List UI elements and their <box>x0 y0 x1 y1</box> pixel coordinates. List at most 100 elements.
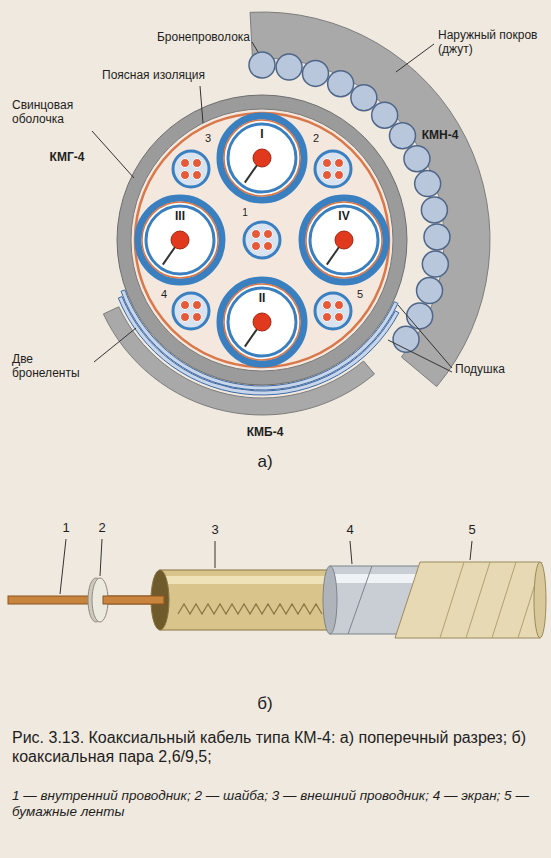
leader-line <box>350 541 352 564</box>
quad-wire <box>252 242 261 251</box>
leader-line <box>215 541 216 568</box>
pair-conductor <box>146 206 214 274</box>
symmetric-quad <box>173 151 209 187</box>
tape-wrap <box>440 562 464 638</box>
quad-wire <box>323 159 332 168</box>
inner-conductor <box>253 149 271 167</box>
tape-wrap <box>492 562 516 638</box>
cable-type: КМН-4 <box>418 128 462 142</box>
pair-number: III <box>168 209 192 223</box>
quad-wire <box>335 171 344 180</box>
quad-wire <box>193 313 202 322</box>
callout-number: 2 <box>308 132 324 145</box>
callout-number: 1 <box>238 207 252 219</box>
callout-number: 2 <box>94 520 110 536</box>
armor-wire <box>415 171 441 197</box>
quad-wire <box>335 313 344 322</box>
quad-wire <box>181 159 190 168</box>
armor-wire <box>276 54 302 80</box>
quad-wire <box>193 301 202 310</box>
quad-wire <box>264 230 273 239</box>
belt-insulation <box>135 113 389 367</box>
armor-wire <box>302 60 328 86</box>
armor-wire <box>424 224 450 250</box>
leader-line <box>396 44 434 72</box>
figure-letter: б) <box>245 694 285 714</box>
coax-pair <box>302 198 386 282</box>
screen-highlight <box>334 574 420 583</box>
pair-number: IV <box>332 209 356 223</box>
symmetric-quad <box>315 293 351 329</box>
conductor-seam <box>178 604 322 614</box>
inner-conductor <box>171 231 189 249</box>
cable-type: КМБ-4 <box>235 425 295 439</box>
armor-wire <box>421 197 447 223</box>
parts-key: 1 — внутренний проводник; 2 — шайба; 3 —… <box>12 788 539 820</box>
leader-line <box>94 328 136 362</box>
cable-type: КМГ-4 <box>42 150 92 164</box>
pair-number: I <box>250 127 274 141</box>
callout-number: 1 <box>58 520 74 536</box>
quad-wire <box>181 171 190 180</box>
pair-insulation <box>142 202 218 278</box>
figure-caption: Рис. 3.13. Коаксиальный кабель типа КМ-4… <box>12 728 539 766</box>
screen-seam <box>348 566 372 634</box>
callout-number: 5 <box>352 288 368 301</box>
symmetric-quad <box>315 151 351 187</box>
paper-tapes <box>395 562 540 638</box>
leader-line <box>252 42 258 52</box>
leader-line <box>470 541 472 560</box>
outer-conductor <box>160 570 340 630</box>
callout-number: 3 <box>200 132 216 145</box>
part-label: Подушка <box>455 362 535 376</box>
armor-wire <box>389 123 415 149</box>
pair-conductor <box>228 124 296 192</box>
quad-wire <box>264 242 273 251</box>
part-label: Наружный покров (джут) <box>438 28 538 57</box>
outer-conductor-highlight <box>165 576 340 584</box>
armor-wire <box>372 102 398 128</box>
quad-wire <box>323 171 332 180</box>
figure-letter: а) <box>245 452 285 472</box>
leader-line <box>200 86 203 123</box>
symmetric-quad <box>173 293 209 329</box>
coax-pair <box>220 280 304 364</box>
armor-wire <box>417 278 443 304</box>
armor-wire <box>407 303 433 329</box>
part-label: Свинцовая оболочка <box>12 98 107 127</box>
callout-number: 5 <box>464 522 480 538</box>
armor-wire <box>249 52 275 78</box>
screen-edge <box>323 566 337 634</box>
lead-sheath <box>117 95 407 385</box>
quad-wire <box>252 230 261 239</box>
quad-wire <box>335 159 344 168</box>
quad-wire <box>335 301 344 310</box>
inner-conductor-wire <box>8 596 164 604</box>
tape-end <box>534 562 546 638</box>
quad-wire <box>323 301 332 310</box>
coax-pair <box>220 116 304 200</box>
leader-line <box>100 539 102 576</box>
pair-insulation <box>224 120 300 196</box>
core-ground <box>131 109 393 371</box>
armor-wire <box>328 71 354 97</box>
part-label: Две бронеленты <box>12 352 92 381</box>
callout-number: 3 <box>207 522 223 538</box>
pair-insulation <box>306 202 382 278</box>
armor-wire <box>351 85 377 111</box>
part-label: Поясная изоляция <box>70 68 205 82</box>
leader-line <box>60 539 66 594</box>
quad-wire <box>193 171 202 180</box>
armor-wire <box>404 146 430 172</box>
pair-number: II <box>250 291 274 305</box>
quad-wire <box>323 313 332 322</box>
quad-wire <box>181 313 190 322</box>
inner-conductor <box>253 313 271 331</box>
coax-pair <box>138 198 222 282</box>
part-label: Бронепроволока <box>130 30 250 44</box>
pair-conductor <box>310 206 378 274</box>
leader-line <box>388 340 452 372</box>
quad-wire <box>193 159 202 168</box>
tape-wrap <box>466 562 490 638</box>
